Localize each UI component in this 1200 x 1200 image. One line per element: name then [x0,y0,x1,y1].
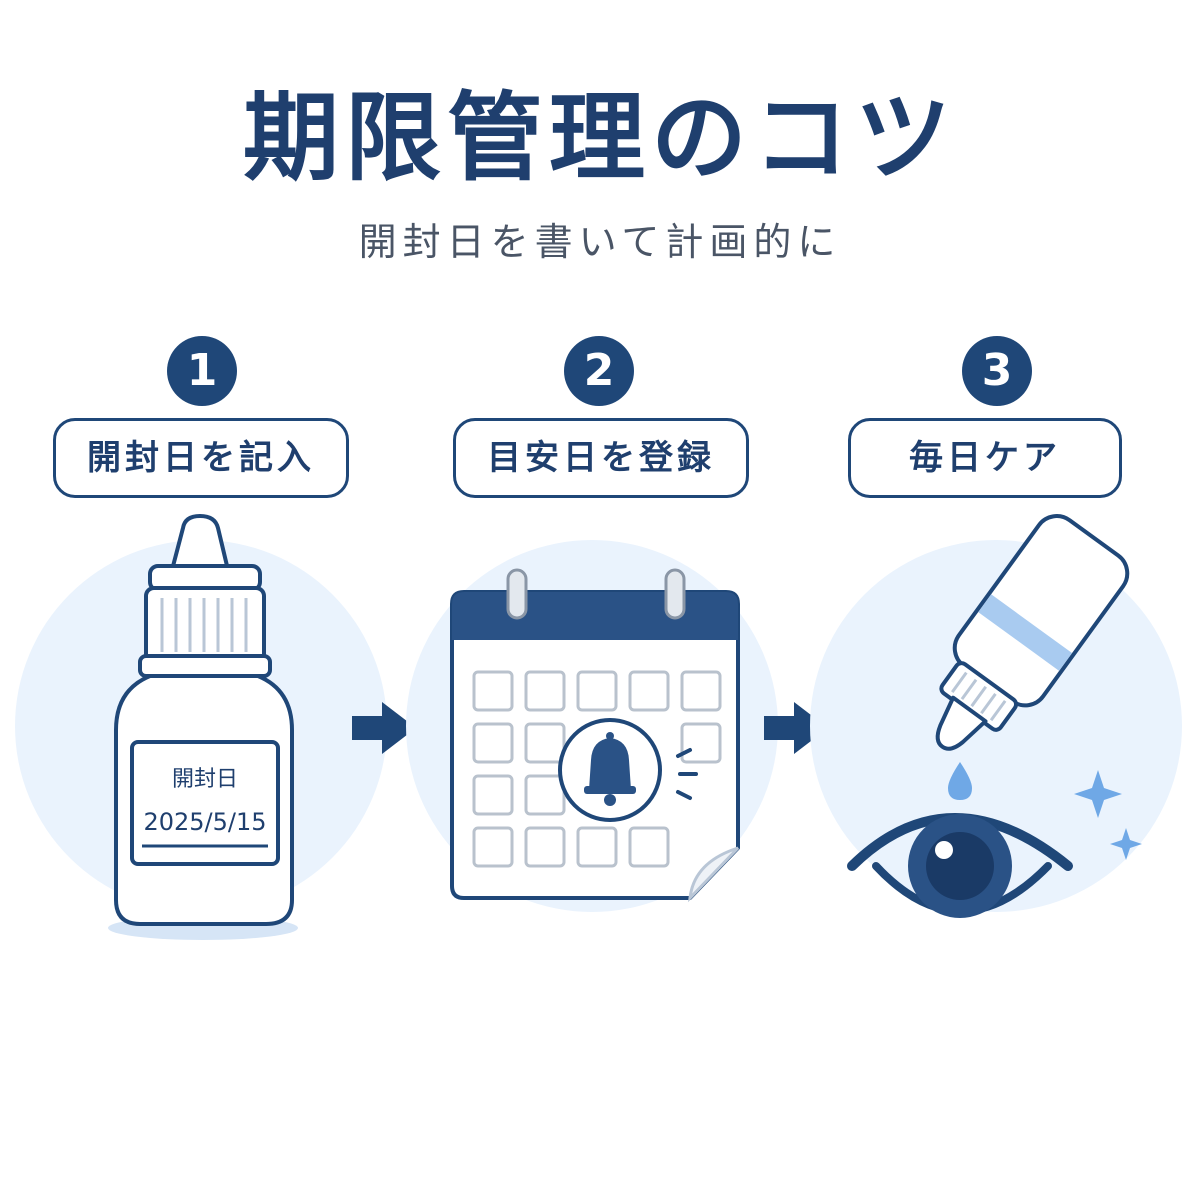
bell-icon [584,732,636,806]
sparkle-icon [1074,770,1122,818]
step-number-badge: 1 [167,336,237,406]
bottle-label-date: 2025/5/15 [143,808,266,836]
step-number-badge: 2 [564,336,634,406]
step-number-badge: 3 [962,336,1032,406]
eye-drop-bottle-icon [935,514,1130,751]
arrow-right-icon [352,702,416,754]
step-1: 1 開封日を記入 開封日 2025/5/15 [0,0,400,1200]
step-label: 目安日を登録 [453,418,749,498]
sparkle-icon [1110,828,1142,860]
bottle-label-title: 開封日 [172,767,238,792]
eye-care-illustration [847,514,1142,918]
step-label: 開封日を記入 [53,418,349,498]
arrow-right-icon [764,702,828,754]
eye-icon [847,813,1073,918]
step-2: 2 目安日を登録 [400,0,800,1200]
step-label: 毎日ケア [848,418,1122,498]
step-3: 3 毎日ケア [800,0,1200,1200]
page-title: 期限管理のコツ [243,82,957,194]
calendar-icon [450,568,740,903]
page-subtitle: 開封日を書いて計画的に [358,220,842,264]
eye-drop-bottle-icon: 開封日 2025/5/15 [108,514,298,940]
